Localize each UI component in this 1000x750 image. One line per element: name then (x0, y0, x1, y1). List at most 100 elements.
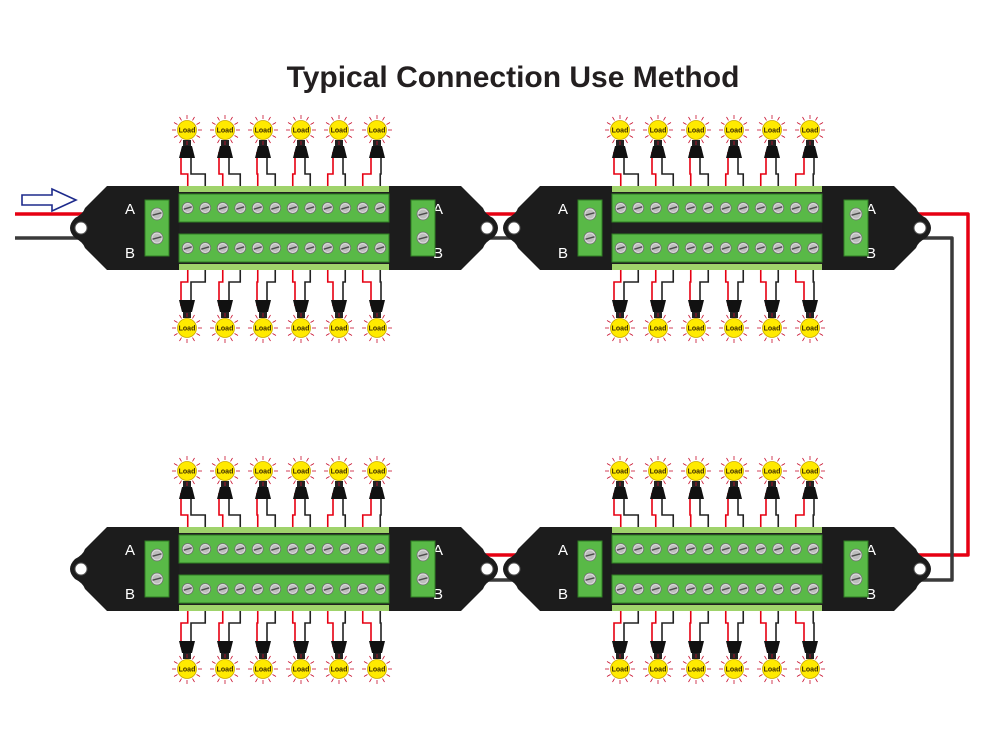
load-label: Load (802, 468, 819, 475)
load-label: Load (688, 468, 705, 475)
terminal-screw (251, 583, 264, 595)
load-positive-lead (291, 493, 296, 527)
load-negative-lead (737, 270, 745, 306)
load-negative-lead (699, 152, 710, 186)
terminal-screw (649, 202, 662, 214)
load-label: Load (179, 468, 196, 475)
terminal-screw (667, 242, 680, 254)
input-terminal-block (410, 540, 436, 598)
terminal-screw (416, 207, 430, 221)
load-unit: Load (248, 270, 278, 343)
load-negative-lead (775, 270, 780, 306)
terminal-screw (181, 583, 194, 595)
load-label: Load (369, 325, 386, 332)
bulb-socket (726, 300, 742, 312)
load-label: Load (369, 468, 386, 475)
load-negative-lead (812, 270, 815, 306)
terminal-label-b: B (125, 586, 135, 603)
bulb-socket (217, 641, 233, 653)
load-label: Load (255, 325, 272, 332)
terminal-screw (849, 231, 863, 245)
terminal-screw (181, 202, 194, 214)
terminal-screw (199, 202, 212, 214)
load-negative-lead (737, 493, 745, 527)
load-unit: Load (361, 456, 392, 527)
load-positive-lead (326, 493, 334, 527)
load-bulb: Load (681, 115, 711, 145)
load-negative-lead (775, 152, 780, 186)
terminal-screw (321, 583, 334, 595)
terminal-screw (416, 231, 430, 245)
load-positive-lead (180, 493, 189, 527)
terminal-screw (286, 242, 299, 254)
load-bulb: Load (210, 313, 240, 343)
terminal-screw (234, 202, 247, 214)
load-unit: Load (210, 115, 242, 186)
load-unit: Load (643, 115, 675, 186)
terminal-screw (583, 548, 597, 562)
terminal-screw (234, 583, 247, 595)
terminal-screw (772, 583, 785, 595)
load-unit: Load (210, 611, 242, 684)
terminal-screw (849, 548, 863, 562)
terminal-screw (269, 583, 282, 595)
bulb-socket (726, 487, 742, 499)
load-label: Load (802, 666, 819, 673)
load-negative-lead (623, 270, 640, 306)
bulb-socket (255, 300, 271, 312)
load-unit: Load (286, 270, 316, 343)
load-unit: Load (681, 456, 711, 527)
terminal-label-b: B (558, 245, 568, 262)
load-unit: Load (286, 456, 316, 527)
terminal-screw (304, 202, 317, 214)
terminal-screw (719, 242, 732, 254)
load-positive-lead (256, 611, 259, 647)
terminal-label-b: B (125, 245, 135, 262)
terminal-screw (649, 583, 662, 595)
bulb-socket (688, 300, 704, 312)
bulb-socket (688, 641, 704, 653)
load-label: Load (293, 127, 310, 134)
load-negative-lead (661, 493, 675, 527)
terminal-row-b (178, 574, 390, 604)
load-label: Load (179, 666, 196, 673)
bulb-socket (179, 300, 195, 312)
load-negative-lead (699, 270, 710, 306)
load-positive-lead (326, 611, 334, 647)
load-negative-lead (304, 611, 312, 647)
load-bulb: Load (172, 456, 202, 486)
load-label: Load (688, 325, 705, 332)
load-positive-lead (724, 493, 729, 527)
bulb-socket (688, 146, 704, 158)
bulb-socket (293, 641, 309, 653)
load-label: Load (802, 325, 819, 332)
load-unit: Load (172, 270, 207, 343)
load-label: Load (650, 127, 667, 134)
terminal-screw (251, 242, 264, 254)
load-bulb: Load (605, 115, 635, 145)
load-bulb: Load (643, 115, 673, 145)
load-bulb: Load (643, 456, 673, 486)
load-label: Load (217, 666, 234, 673)
terminal-screw (807, 242, 820, 254)
terminal-screw (737, 583, 750, 595)
terminal-row-a (611, 193, 823, 223)
bulb-socket (255, 487, 271, 499)
terminal-screw (583, 207, 597, 221)
terminal-screw (356, 583, 369, 595)
load-bulb: Load (795, 456, 825, 486)
load-bulb: Load (643, 654, 673, 684)
load-unit: Load (286, 115, 316, 186)
terminal-row-a (178, 193, 390, 223)
terminal-row-a (178, 534, 390, 564)
mounting-hole (913, 221, 927, 235)
load-negative-lead (342, 270, 347, 306)
load-bulb: Load (286, 313, 316, 343)
terminal-screw (789, 242, 802, 254)
terminal-screw (684, 202, 697, 214)
load-bulb: Load (362, 115, 392, 145)
bulb-socket (612, 487, 628, 499)
terminal-screw (614, 583, 627, 595)
input-terminal-block (144, 199, 170, 257)
